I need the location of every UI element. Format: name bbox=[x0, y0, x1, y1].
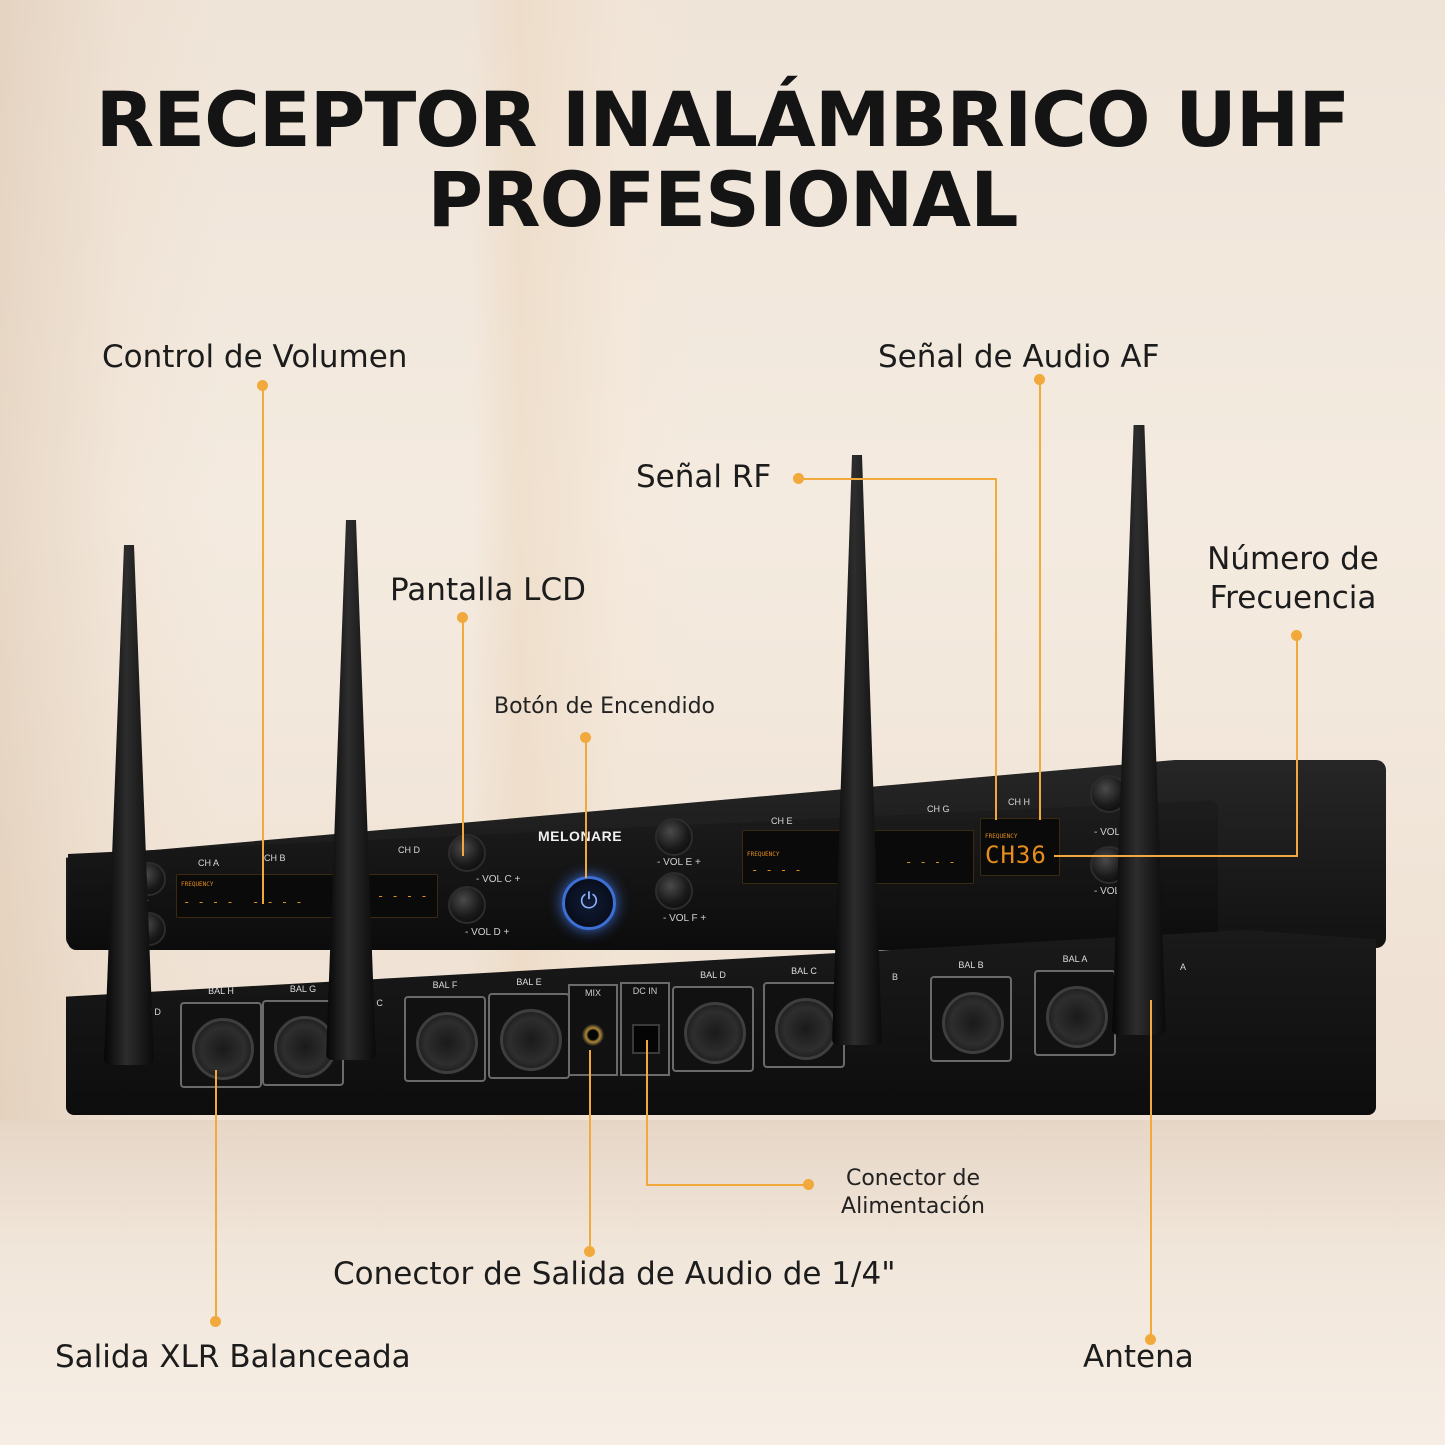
callout-dot bbox=[793, 473, 804, 484]
label-lcd-screen: Pantalla LCD bbox=[390, 572, 586, 608]
mix-jack-socket bbox=[582, 1024, 604, 1046]
label-audio-out-connector: Conector de Salida de Audio de 1/4" bbox=[333, 1256, 896, 1292]
callout-dot bbox=[1034, 374, 1045, 385]
lcd-digits: - - - - bbox=[183, 895, 234, 909]
channel-label: CH A bbox=[198, 858, 220, 868]
port-label: BAL E bbox=[516, 977, 542, 987]
callout-dot bbox=[1291, 630, 1302, 641]
label-rf-signal: Señal RF bbox=[636, 459, 772, 495]
dc-label: DC IN bbox=[632, 986, 658, 996]
xlr-port-h[interactable]: BAL H bbox=[180, 986, 262, 1088]
channel-label: CH G bbox=[927, 804, 950, 814]
lcd-channel-number: CH36 bbox=[985, 841, 1047, 869]
callout-dot bbox=[257, 380, 268, 391]
lcd-digits: - - - - bbox=[377, 889, 428, 903]
mix-label: MIX bbox=[584, 988, 601, 998]
label-af-signal: Señal de Audio AF bbox=[878, 339, 1160, 375]
lcd-display-left: - - - - FREQUENCY - - - - - - - - bbox=[176, 874, 438, 918]
volume-knob-d[interactable] bbox=[448, 886, 486, 924]
port-label: BAL H bbox=[208, 986, 234, 996]
port-label: BAL C bbox=[791, 966, 817, 976]
vol-label: - VOL bbox=[1094, 886, 1121, 897]
label-power-connector-line1: Conector de bbox=[845, 1166, 981, 1191]
page-title-line2: PROFESIONAL bbox=[427, 155, 1018, 244]
port-label: BAL A bbox=[1062, 954, 1088, 964]
callout-line bbox=[995, 478, 997, 820]
lcd-digits: - - - - bbox=[905, 855, 956, 869]
power-icon: ⏻ bbox=[580, 889, 598, 914]
label-frequency-number-line1: Número de bbox=[1207, 541, 1379, 577]
volume-knob-e[interactable] bbox=[655, 818, 693, 856]
callout-line bbox=[1296, 636, 1298, 856]
xlr-socket bbox=[192, 1018, 254, 1080]
channel-label: CH B bbox=[264, 853, 286, 863]
lcd-digits: - - - - bbox=[252, 895, 303, 909]
callout-line bbox=[1054, 855, 1298, 857]
callout-dot bbox=[210, 1316, 221, 1327]
vol-label: - VOL C + bbox=[476, 874, 521, 885]
callout-line bbox=[1150, 1000, 1152, 1340]
port-label: BAL G bbox=[289, 984, 317, 994]
label-antenna: Antena bbox=[1083, 1339, 1194, 1375]
lcd-digits: - - - - bbox=[751, 863, 802, 877]
dc-in-jack[interactable]: DC IN bbox=[620, 982, 670, 1076]
lcd-frequency-text: FREQUENCY bbox=[181, 881, 214, 888]
volume-knob-f[interactable] bbox=[655, 872, 693, 910]
callout-line bbox=[585, 738, 587, 878]
callout-dot bbox=[457, 612, 468, 623]
callout-line bbox=[462, 618, 464, 856]
antenna-port-label: B bbox=[892, 972, 899, 982]
callout-line bbox=[215, 1070, 217, 1320]
xlr-socket bbox=[942, 992, 1004, 1054]
callout-line bbox=[646, 1184, 808, 1186]
channel-label: CH H bbox=[1008, 797, 1030, 807]
antenna-port-label: A bbox=[1180, 962, 1187, 972]
channel-label: CH E bbox=[771, 816, 793, 826]
callout-line bbox=[262, 384, 264, 904]
label-power-button: Botón de Encendido bbox=[494, 694, 715, 719]
vol-label: - VOL E + bbox=[657, 857, 701, 868]
brand-logo: MELONARE bbox=[538, 828, 623, 844]
xlr-socket bbox=[416, 1012, 478, 1074]
vol-label: - VOL D + bbox=[465, 927, 510, 938]
xlr-port-e[interactable]: BAL E bbox=[488, 977, 570, 1079]
callout-line bbox=[1039, 380, 1041, 820]
port-label: BAL B bbox=[958, 960, 984, 970]
xlr-socket bbox=[775, 998, 837, 1060]
label-power-connector-line2: Alimentación bbox=[841, 1194, 985, 1219]
xlr-port-f[interactable]: BAL F bbox=[404, 980, 486, 1082]
vol-label: - VOL bbox=[1094, 827, 1121, 838]
xlr-port-a[interactable]: BAL A bbox=[1034, 954, 1116, 1056]
port-label: BAL D bbox=[700, 970, 726, 980]
label-volume-control: Control de Volumen bbox=[102, 339, 408, 375]
xlr-socket bbox=[1046, 986, 1108, 1048]
xlr-socket bbox=[684, 1002, 746, 1064]
lcd-frequency-text: FREQUENCY bbox=[985, 833, 1018, 840]
callout-dot bbox=[803, 1179, 814, 1190]
channel-label: CH D bbox=[398, 845, 420, 855]
port-label: BAL F bbox=[432, 980, 458, 990]
xlr-port-b[interactable]: BAL B bbox=[930, 960, 1012, 1062]
lcd-frequency-text: FREQUENCY bbox=[747, 851, 780, 858]
xlr-port-d[interactable]: BAL D bbox=[672, 970, 754, 1072]
volume-knob-c[interactable] bbox=[448, 834, 486, 872]
vol-label: - VOL F + bbox=[663, 913, 707, 924]
callout-dot bbox=[580, 732, 591, 743]
callout-line bbox=[589, 1050, 591, 1250]
callout-dot bbox=[584, 1246, 595, 1257]
xlr-socket bbox=[500, 1009, 562, 1071]
callout-line bbox=[800, 478, 996, 480]
mix-output-jack[interactable]: MIX bbox=[568, 984, 618, 1076]
background-floor bbox=[0, 1120, 1445, 1445]
power-button[interactable]: ⏻ bbox=[562, 876, 616, 930]
callout-dot bbox=[1145, 1334, 1156, 1345]
label-xlr-output: Salida XLR Balanceada bbox=[55, 1339, 411, 1375]
label-frequency-number-line2: Frecuencia bbox=[1209, 580, 1377, 616]
lcd-display-channel: FREQUENCY CH36 bbox=[980, 818, 1060, 876]
page-title-line1: RECEPTOR INALÁMBRICO UHF bbox=[95, 75, 1351, 164]
callout-line bbox=[646, 1040, 648, 1185]
